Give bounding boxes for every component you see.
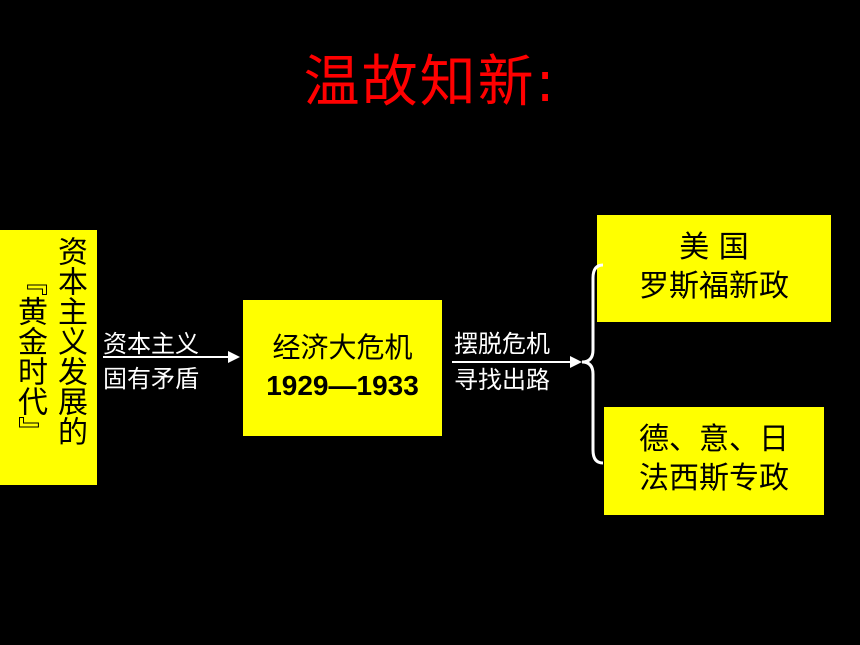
fascist-dictatorship-box: 德、意、日 法西斯专政 (604, 407, 824, 515)
economic-crisis-box: 经济大危机 1929—1933 (243, 300, 442, 436)
arrow2-label-top: 摆脱危机 (454, 330, 550, 358)
usa-new-deal-box: 美 国 罗斯福新政 (597, 215, 831, 322)
usa-label: 美 国 (679, 230, 749, 265)
arrow1-label-bottom: 固有矛盾 (103, 365, 199, 393)
arrow1-label-top: 资本主义 (103, 330, 199, 358)
arrow1-head (228, 351, 240, 363)
fascism-label: 法西斯专政 (639, 461, 789, 496)
crisis-title: 经济大危机 (272, 331, 413, 364)
new-deal-label: 罗斯福新政 (639, 269, 789, 304)
axis-countries-label: 德、意、日 (639, 422, 789, 457)
slide-title: 温故知新: (303, 50, 557, 115)
arrow2-head (570, 356, 582, 368)
golden-age-text-col2: 『黄金时代』 (12, 266, 47, 446)
golden-age-box: 资本主义发展的 『黄金时代』 (0, 230, 97, 485)
crisis-years: 1929—1933 (266, 370, 419, 401)
golden-age-text-col1: 资本主义发展的 (52, 236, 87, 446)
arrow2-label-bottom: 寻找出路 (454, 366, 550, 394)
